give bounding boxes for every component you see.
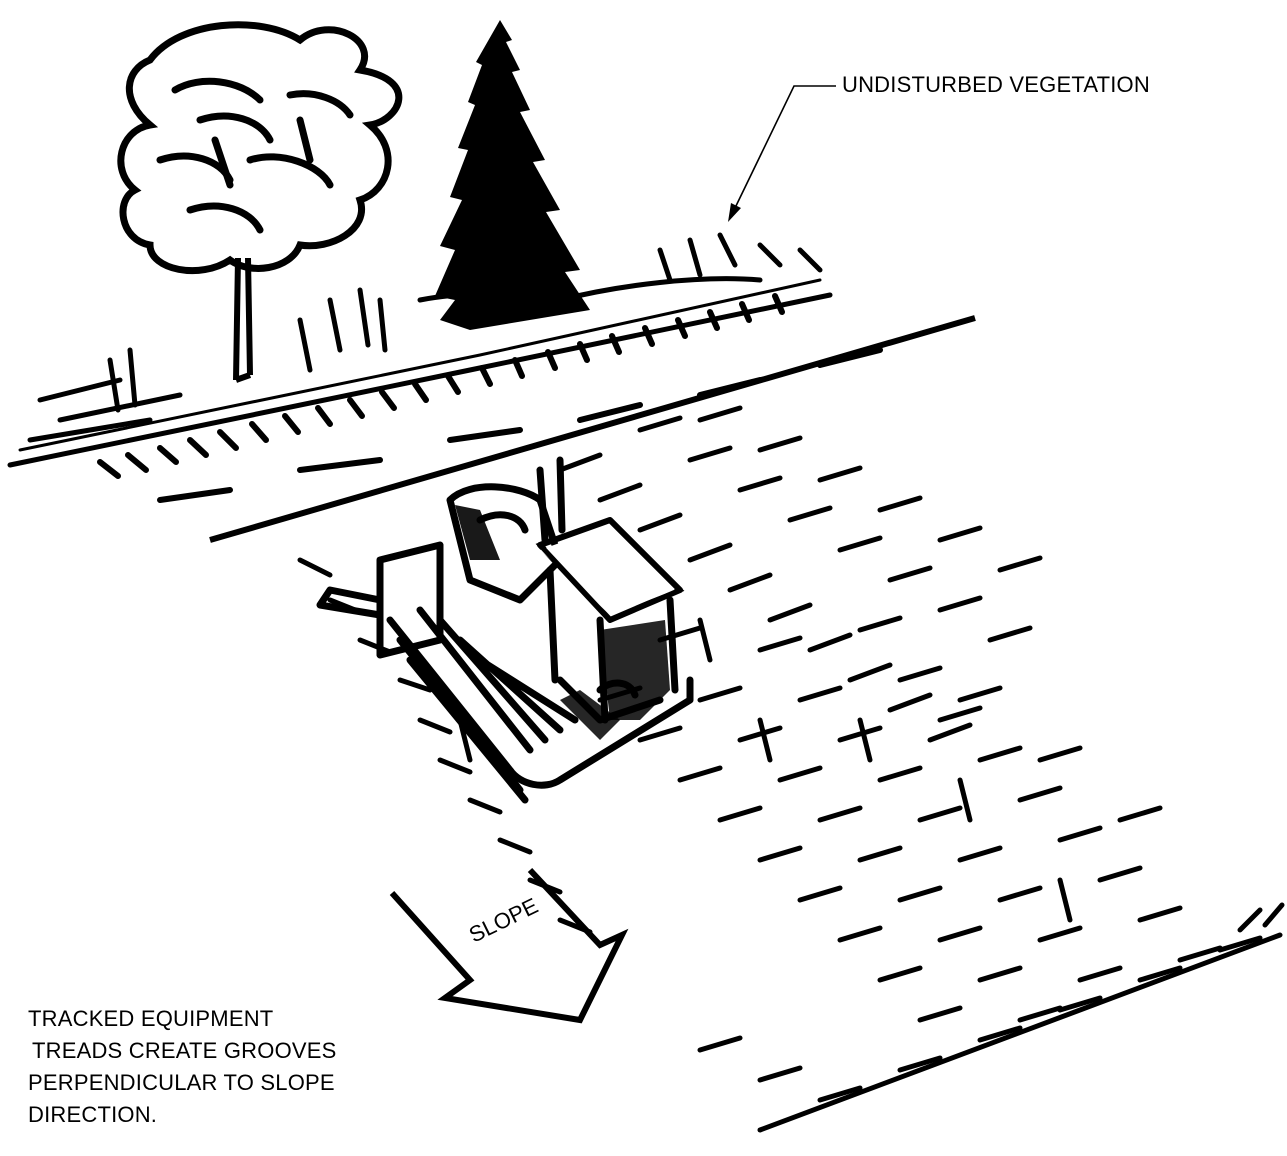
conifer-tree-icon (435, 20, 590, 330)
slope-arrow-icon (392, 870, 622, 1020)
tree-trunk (236, 258, 250, 380)
caption-line-3: PERPENDICULAR TO SLOPE (28, 1072, 337, 1094)
deciduous-tree-icon (121, 25, 399, 271)
caption-line-1: TRACKED EQUIPMENT (28, 1008, 337, 1030)
disturbed-area-boundary (210, 318, 975, 540)
caption-block: TRACKED EQUIPMENT TREADS CREATE GROOVES … (28, 1008, 337, 1136)
bulldozer-icon (320, 460, 690, 800)
caption-line-2: TREADS CREATE GROOVES (28, 1040, 337, 1062)
track-grooves (300, 408, 1282, 1130)
caption-line-4: DIRECTION. (28, 1104, 337, 1126)
shrub-vegetation (30, 235, 820, 440)
vegetation-label: UNDISTURBED VEGETATION (842, 74, 1150, 96)
vegetation-leader (728, 86, 836, 222)
